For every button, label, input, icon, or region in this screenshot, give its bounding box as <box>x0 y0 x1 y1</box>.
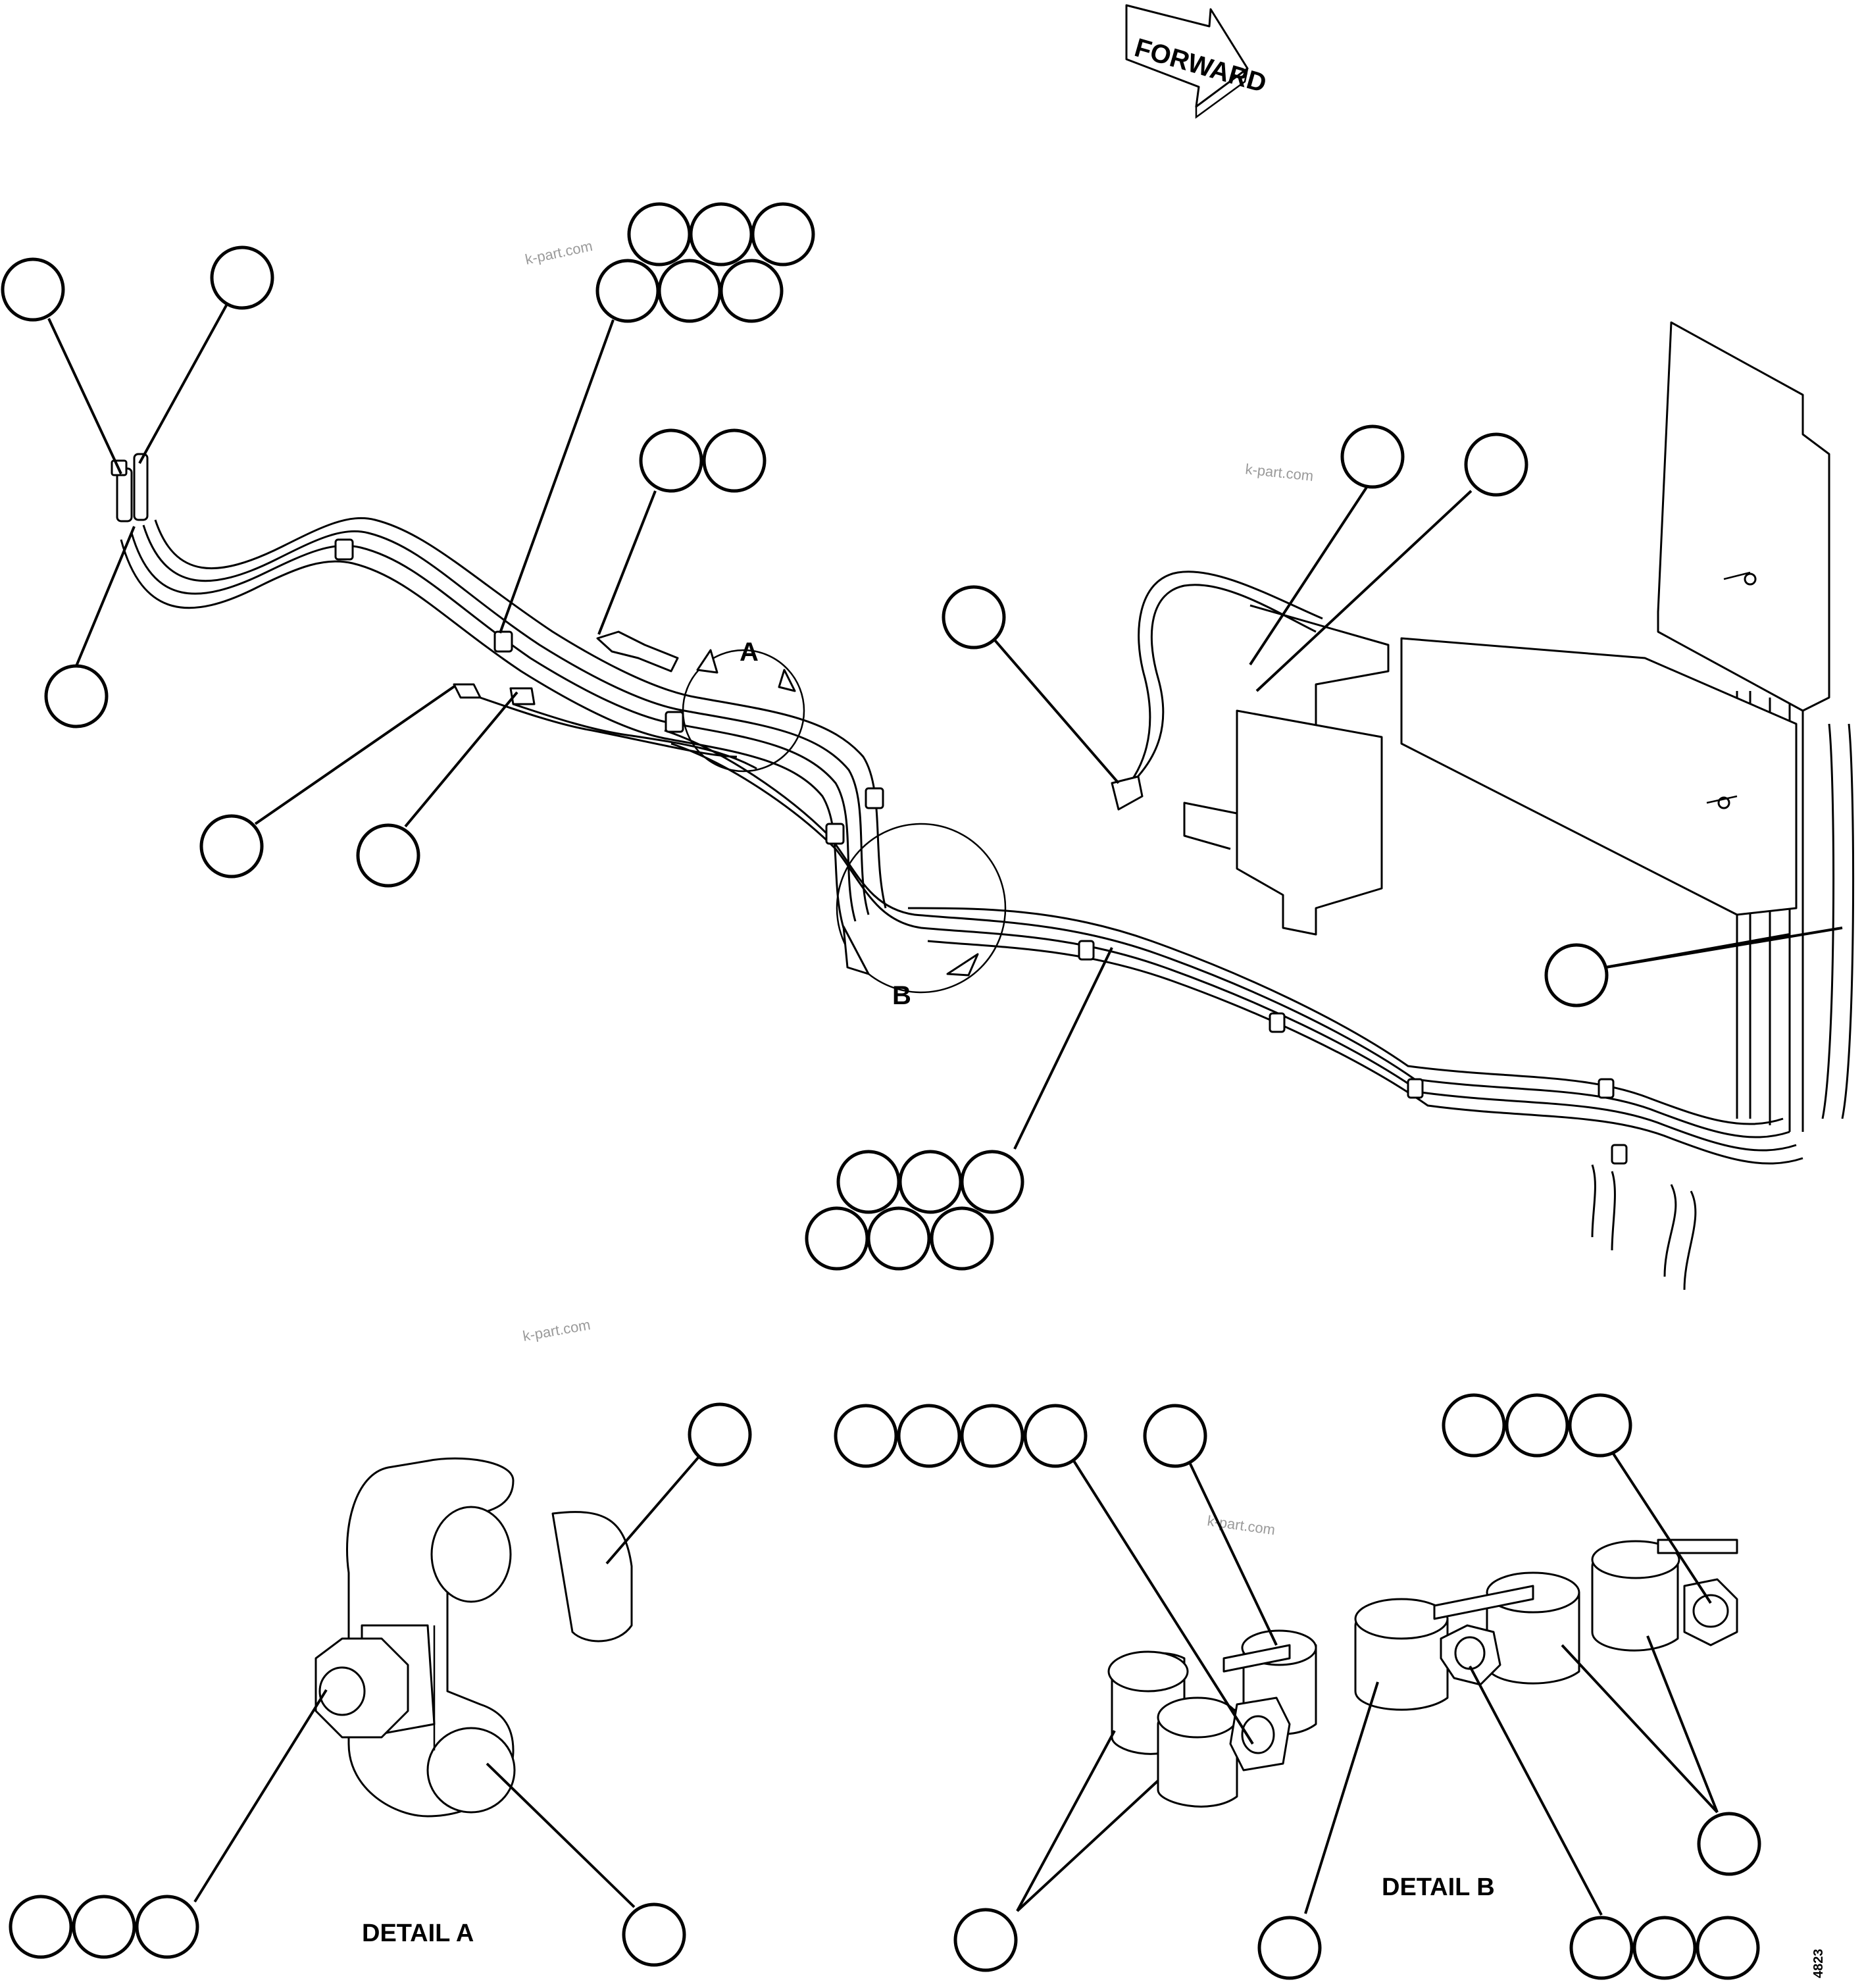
callout-bubble <box>805 1206 869 1271</box>
callout-bubble <box>1568 1393 1632 1458</box>
callout-bubble <box>1697 1812 1761 1876</box>
callout-bubble <box>751 202 815 267</box>
callout-bubble <box>1505 1393 1569 1458</box>
callout-bubble <box>657 259 722 323</box>
watermark: k-part.com <box>524 238 594 268</box>
callout-bubble <box>897 1404 961 1468</box>
callout-bubble <box>1143 1404 1207 1468</box>
callout-bubble <box>1023 1404 1088 1468</box>
callout-bubble <box>960 1150 1024 1214</box>
callout-bubble <box>930 1206 994 1271</box>
leader-lines <box>47 305 1843 1916</box>
callout-bubble <box>9 1895 73 1959</box>
callout-bubble <box>834 1404 898 1468</box>
callout-bubble <box>688 1402 752 1467</box>
callout-bubbles <box>1 202 1761 1980</box>
callout-bubble <box>719 259 784 323</box>
callout-bubble <box>898 1150 963 1214</box>
callout-bubble <box>622 1902 686 1967</box>
callout-bubble <box>1632 1916 1697 1980</box>
callout-bubble <box>72 1895 136 1959</box>
detail-a-label: DETAIL A <box>362 1920 474 1947</box>
callout-bubble <box>953 1908 1018 1972</box>
callout-bubble <box>1257 1916 1322 1980</box>
callout-bubble <box>135 1895 199 1959</box>
watermark: k-part.com <box>1244 461 1314 484</box>
callout-bubble <box>595 259 660 323</box>
callout-bubble <box>1340 424 1405 489</box>
view-b-indicator: B <box>836 823 1007 1010</box>
detail-b-label: DETAIL B <box>1382 1873 1495 1901</box>
callout-bubble <box>1696 1916 1760 1980</box>
watermark: k-part.com <box>1206 1512 1276 1538</box>
callout-bubble <box>1464 432 1528 497</box>
right-bracket <box>1400 321 1830 916</box>
watermark: k-part.com <box>522 1316 592 1344</box>
callout-bubble <box>627 202 692 267</box>
double-clamp-center <box>1107 1629 1317 1808</box>
view-b-label: B <box>892 981 911 1010</box>
callout-bubble <box>702 428 767 493</box>
detail-a-clamp: DETAIL A <box>315 1457 633 1947</box>
callout-bubble <box>199 814 264 879</box>
view-a-label: A <box>740 638 759 667</box>
callout-bubble <box>867 1206 931 1271</box>
callout-bubble <box>639 428 703 493</box>
view-a-indicator: A <box>682 638 805 773</box>
callout-bubble <box>44 664 109 728</box>
detail-b-clamps: DETAIL B <box>1354 1539 1738 1901</box>
callout-bubble <box>1442 1393 1506 1458</box>
callout-bubble <box>942 585 1006 650</box>
callout-bubble <box>210 245 274 310</box>
drawing-number: 4823 <box>1811 1949 1826 1979</box>
callout-bubble <box>836 1150 901 1214</box>
callout-bubble <box>960 1404 1024 1468</box>
middle-bracket <box>1111 571 1390 936</box>
callout-bubble <box>689 202 753 267</box>
callout-bubble <box>1544 943 1609 1007</box>
forward-arrow: FORWARD <box>1125 4 1270 119</box>
callout-bubble <box>1569 1916 1634 1980</box>
callout-bubble <box>1 257 65 322</box>
callout-bubble <box>356 823 420 888</box>
